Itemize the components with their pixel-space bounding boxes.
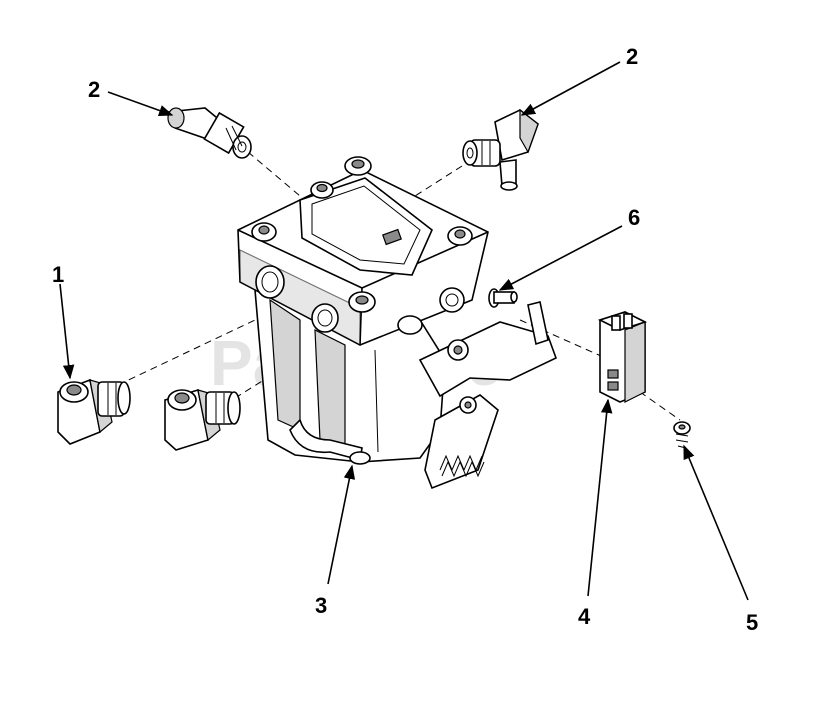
elbow-fitting-unlabeled (164, 388, 241, 451)
fitting-part-2-left (166, 107, 252, 159)
callout-2-right: 2 (626, 44, 638, 69)
callout-3: 3 (315, 593, 327, 618)
elbow-fitting-part-1 (57, 378, 131, 445)
callout-1: 1 (52, 262, 64, 287)
fitting-part-2-right (462, 108, 539, 191)
carburetor-body-part-3 (237, 156, 557, 490)
connector-part-4 (597, 311, 648, 403)
pin-part-6 (488, 288, 518, 308)
screw-part-5 (673, 421, 691, 449)
callout-2-left: 2 (88, 77, 100, 102)
leader-lines (59, 61, 749, 601)
cover-bolts (251, 156, 473, 335)
callout-5: 5 (746, 610, 758, 635)
throttle-spring (439, 454, 485, 478)
callout-4: 4 (578, 604, 591, 629)
callout-6: 6 (628, 205, 640, 230)
